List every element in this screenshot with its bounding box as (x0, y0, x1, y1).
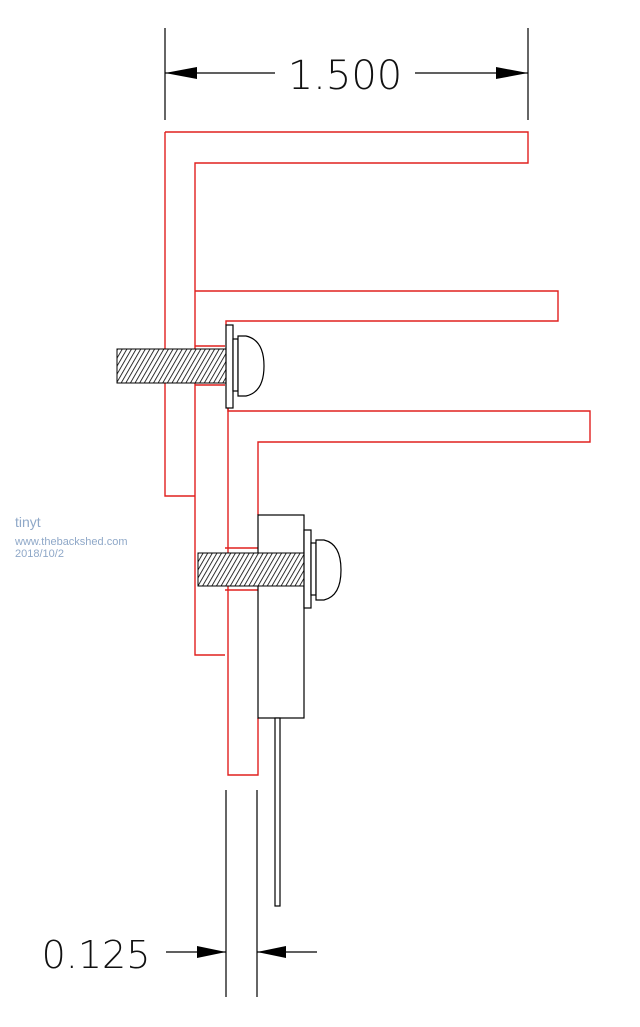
lower-washer (303, 529, 312, 609)
bracket-inner (227, 408, 591, 515)
bottom-dimension (166, 790, 317, 997)
bracket-middle (195, 290, 559, 325)
lower-lockwasher (310, 542, 317, 596)
top-arrow-left (165, 67, 197, 79)
upper-washer (225, 324, 234, 409)
bracket-outer-lower-leg (164, 132, 195, 497)
bracket-outer (165, 131, 529, 656)
bracket-inner-leg (227, 408, 259, 776)
upper-bolt-head (237, 335, 265, 397)
watermark-site: www.thebackshed.com (14, 536, 128, 548)
top-dimension-value: 1.500 (288, 53, 403, 99)
bracket-middle-leg (195, 345, 225, 386)
upper-lockwasher (232, 338, 239, 392)
watermark-author: tinyt (15, 514, 41, 530)
lower-bolt-thread (197, 552, 305, 587)
support-pin (274, 717, 281, 907)
bottom-dimension-value: 0.125 (42, 933, 151, 977)
upper-bolt-thread (116, 348, 228, 384)
top-arrow-right (496, 67, 528, 79)
top-dimension (164, 28, 529, 120)
watermark-date: 2018/10/2 (15, 548, 64, 560)
lower-bolt-head (315, 539, 342, 601)
bottom-arrow-left (197, 946, 226, 958)
spacer-block (257, 514, 305, 719)
bracket-inner-marks (225, 547, 258, 591)
lower-bolt (197, 514, 342, 719)
bottom-arrow-right (257, 946, 286, 958)
upper-bolt (116, 324, 265, 409)
